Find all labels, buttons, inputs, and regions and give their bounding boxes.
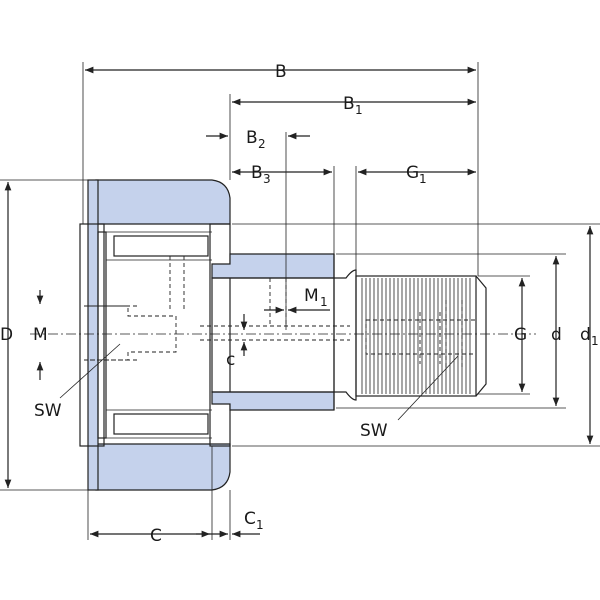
label-B3-sub: 3 [263,172,271,186]
label-C1-sub: 1 [256,518,264,532]
label-D: D [0,325,13,345]
threaded-section [355,275,487,397]
label-SW-left: SW [34,401,62,421]
extension-lines [0,62,600,540]
label-d1: d [580,325,591,345]
label-M1: M [304,286,319,306]
label-C: C [150,526,162,546]
needle-rollers [106,231,212,439]
label-M1-sub: 1 [320,295,328,309]
stud-shoulder [211,253,335,411]
label-B3: B [251,163,263,183]
label-c: c [226,350,235,370]
dimension-lines [4,66,594,538]
label-M: M [33,325,48,345]
label-d: d [551,325,562,345]
label-C1: C [244,509,256,529]
label-G: G [514,325,527,345]
label-B: B [275,62,287,82]
label-B1: B [343,94,355,114]
label-B2-sub: 2 [258,137,266,151]
dimension-labels: B B 1 B 2 B 3 G 1 M 1 D M SW SW c G d d … [0,62,599,546]
outer-ring [87,179,231,491]
label-SW-right: SW [360,421,388,441]
label-G1-sub: 1 [419,172,427,186]
label-d1-sub: 1 [591,334,599,348]
label-B2: B [246,128,258,148]
label-G1: G [406,163,419,183]
side-plate [79,223,231,447]
label-B1-sub: 1 [355,103,363,117]
